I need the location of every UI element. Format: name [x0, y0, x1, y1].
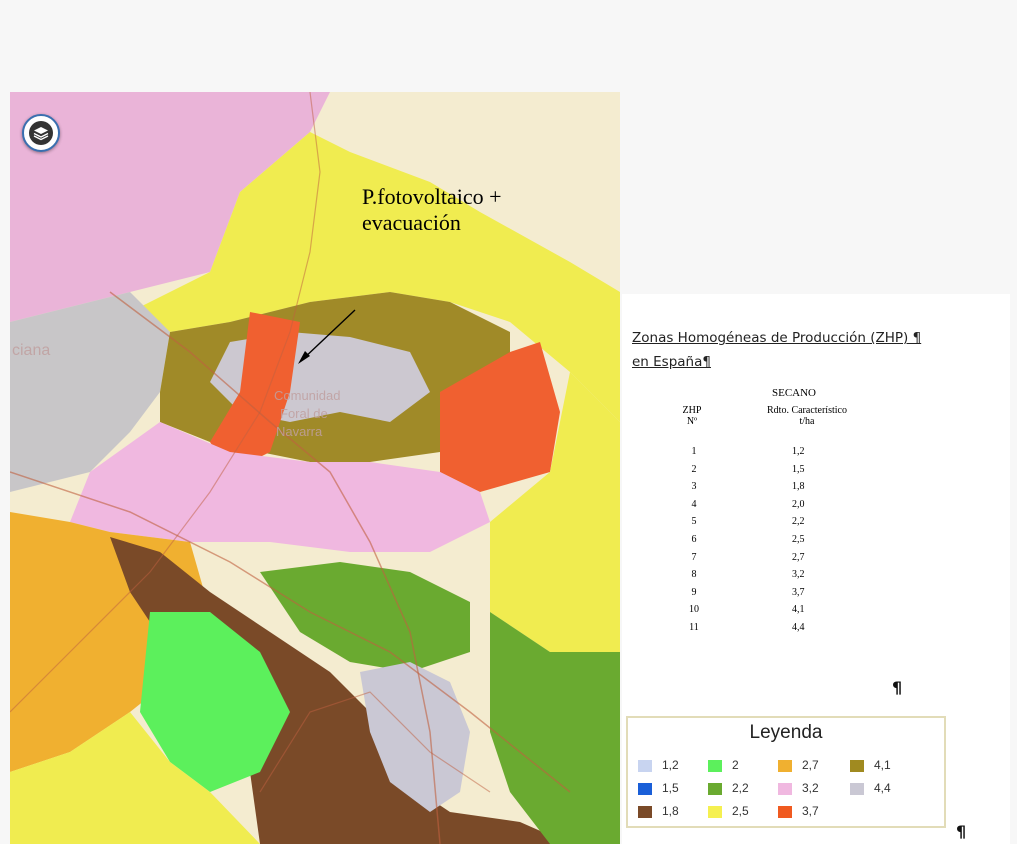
col2-header-line2: t/ha: [799, 416, 815, 427]
table-row-zhp: 9: [691, 586, 697, 598]
table-row-zhp: 6: [691, 534, 697, 545]
zhp-map: [10, 92, 620, 844]
table-row-zhp: 8: [691, 569, 697, 581]
legend-item: 2: [708, 758, 739, 772]
zone-pink-center: [70, 422, 490, 552]
legend-item: 1,8: [638, 804, 679, 818]
zhp-panel: Zonas Homogéneas de Producción (ZHP) ¶ e…: [622, 294, 1010, 844]
zone-green-southeast: [490, 612, 620, 844]
legend-item: 1,2: [638, 758, 679, 772]
legend-value: 2,2: [732, 781, 749, 795]
pilcrow-2: ¶: [956, 822, 967, 841]
legend-item: 2,2: [708, 781, 749, 795]
legend-item: 3,2: [778, 781, 819, 795]
annotation-arrowhead: [298, 351, 310, 364]
legend-item: 2,7: [778, 758, 819, 772]
legend-item: 1,5: [638, 781, 679, 795]
zone-brown-valley: [110, 537, 570, 844]
table-row-zhp: 7: [691, 551, 697, 563]
road-3: [10, 92, 321, 713]
legend-value: 2: [732, 758, 739, 772]
legend-swatch: [778, 805, 792, 818]
table-row-zhp: 11: [689, 622, 699, 633]
table-row-rdto: 4,4: [792, 622, 805, 633]
table-row-rdto: 3,2: [792, 569, 805, 581]
table-row-rdto: 1,5: [792, 463, 805, 475]
road-1: [10, 471, 571, 793]
table-row-rdto: 2,0: [792, 498, 805, 510]
col1-header: ZHP Nº: [677, 405, 707, 427]
legend-title: Leyenda: [749, 722, 823, 743]
legend-value: 2,7: [802, 758, 819, 772]
place-label-ciana: ciana: [12, 342, 51, 359]
legend-value: 1,8: [662, 804, 679, 818]
table-row-rdto: 3,7: [792, 586, 805, 598]
zone-pink-north: [10, 92, 330, 322]
legend-item: 4,4: [850, 781, 891, 795]
place-label-comunidad: Comunidad: [274, 388, 341, 403]
annotation-line-2: evacuación: [362, 210, 461, 235]
legend-value: 4,4: [874, 781, 891, 795]
zone-yellow-east: [490, 372, 620, 652]
table-row-zhp: 3: [691, 481, 697, 493]
zone-orange-center: [210, 312, 300, 472]
table-row-zhp: 10: [689, 604, 699, 616]
zone-yellow-south: [10, 712, 260, 844]
col1-header-line1: ZHP: [682, 405, 702, 416]
place-label-foral-de: Foral de: [280, 406, 328, 421]
legend-value: 2,5: [732, 804, 749, 818]
legend-value: 3,2: [802, 781, 819, 795]
map-view[interactable]: ciana Comunidad Foral de Navarra: [10, 92, 620, 844]
legend-swatch: [708, 782, 722, 795]
col2-header-line1: Rdto. Característico: [767, 405, 847, 416]
table-title: SECANO: [772, 387, 817, 399]
annotation-line-1: P.fotovoltaico +: [362, 184, 502, 209]
plant-annotation: P.fotovoltaico + evacuación: [362, 184, 502, 236]
col1-header-line2: Nº: [686, 416, 698, 427]
legend-swatch: [638, 759, 652, 772]
annotation-arrow-line: [301, 309, 356, 361]
legend-value: 1,2: [662, 758, 679, 772]
legend: Leyenda 1,2 1,5 1,8 2 2,2 2,5 2,7 3,2 3,7 4,1 4,4: [626, 716, 946, 828]
table-row-rdto: 1,2: [792, 446, 805, 457]
legend-item: 2,5: [708, 804, 749, 818]
table-row-zhp: 1: [691, 446, 697, 457]
zone-orange-east: [440, 342, 560, 492]
legend-value: 4,1: [874, 758, 891, 772]
legend-value: 1,5: [662, 781, 679, 795]
table-row-zhp: 4: [691, 498, 697, 510]
legend-swatch: [708, 805, 722, 818]
layers-button[interactable]: [22, 114, 60, 152]
legend-swatch: [778, 759, 792, 772]
zone-gray-west: [10, 292, 170, 492]
pilcrow-1: ¶: [892, 678, 903, 697]
legend-swatch: [850, 759, 864, 772]
table-row-rdto: 2,2: [792, 516, 805, 528]
legend-swatch: [708, 759, 722, 772]
table-row-rdto: 4,1: [792, 604, 805, 616]
place-label-navarra: Navarra: [276, 424, 323, 439]
road-4: [259, 691, 491, 793]
legend-swatch: [638, 782, 652, 795]
legend-value: 3,7: [802, 804, 819, 818]
zone-yellow-northeast: [130, 132, 620, 422]
legend-swatch: [778, 782, 792, 795]
panel-heading-2: en España¶: [632, 354, 711, 370]
table-row-rdto: 2,5: [792, 534, 805, 545]
panel-heading-1: Zonas Homogéneas de Producción (ZHP) ¶: [632, 330, 922, 346]
table-row-zhp: 5: [691, 516, 697, 528]
layers-icon: [29, 121, 53, 145]
zone-green-bright: [140, 612, 290, 792]
table-row-rdto: 2,7: [792, 551, 805, 563]
legend-item: 3,7: [778, 804, 819, 818]
table-row-zhp: 2: [691, 463, 697, 475]
road-2: [109, 291, 441, 844]
legend-swatch: [850, 782, 864, 795]
legend-swatch: [638, 805, 652, 818]
zone-green-dark: [260, 562, 470, 672]
legend-item: 4,1: [850, 758, 891, 772]
table-row-rdto: 1,8: [792, 481, 805, 493]
col2-header: Rdto. Característico t/ha: [762, 405, 852, 427]
